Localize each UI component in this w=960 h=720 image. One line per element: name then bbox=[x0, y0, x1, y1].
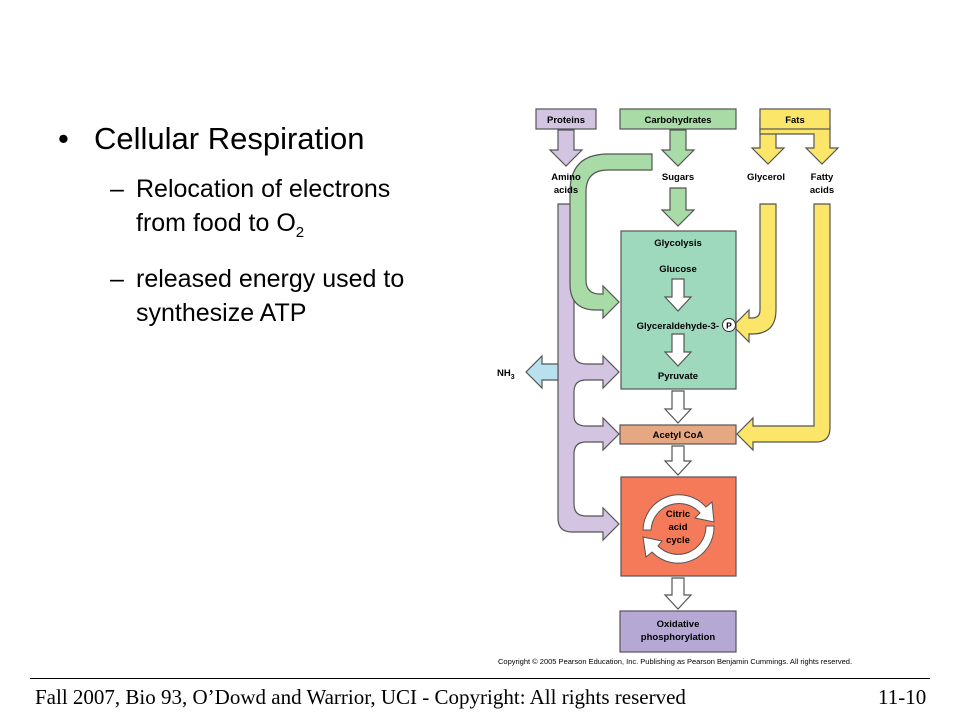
cycle-label: cycle bbox=[666, 535, 690, 546]
nh3-text: NH bbox=[497, 368, 511, 379]
acetyl-coa-box bbox=[619, 424, 737, 445]
g3p-label: Glyceraldehyde-3- bbox=[637, 321, 719, 332]
fats-label: Fats bbox=[785, 115, 805, 126]
oxidative-phosphorylation-box bbox=[619, 610, 737, 653]
nh3-arrow bbox=[525, 354, 559, 390]
fatty-acids-to-acetyl-arrow bbox=[736, 203, 831, 452]
oxidative-label: Oxidative bbox=[657, 619, 700, 630]
footer-divider bbox=[30, 678, 930, 679]
bullet-dash: – bbox=[110, 175, 124, 203]
proteins-down-arrow bbox=[548, 129, 584, 167]
fatty-label: Fatty bbox=[811, 172, 834, 183]
sugars-to-glycolysis-arrow bbox=[569, 153, 653, 320]
glucose-label: Glucose bbox=[659, 264, 697, 275]
sugars-label: Sugars bbox=[662, 172, 694, 183]
phosphate-label: P bbox=[726, 321, 732, 331]
slide-number: 11-10 bbox=[878, 685, 927, 709]
acid-label: acid bbox=[668, 522, 687, 533]
pyruvate-label: Pyruvate bbox=[658, 371, 698, 382]
glycerol-label: Glycerol bbox=[747, 172, 785, 183]
citric-to-oxidative-arrow bbox=[663, 577, 693, 610]
phosphate-icon bbox=[722, 318, 736, 332]
bullet-sub-2-text: released energy used to synthesize ATP bbox=[136, 265, 405, 327]
carbohydrates-label: Carbohydrates bbox=[644, 115, 711, 126]
bullet-sub-1: – Relocation of electrons from food to O… bbox=[58, 172, 418, 250]
copyright-text: Copyright © 2005 Pearson Education, Inc.… bbox=[498, 657, 852, 666]
cycle-arrow-top bbox=[642, 494, 715, 531]
bullet-main: • Cellular Respiration bbox=[58, 118, 418, 160]
cycle-arrow-bottom bbox=[642, 525, 715, 564]
bullet-sub-1-subscript: 2 bbox=[295, 224, 305, 241]
proteins-label: Proteins bbox=[547, 115, 585, 126]
fatty-acids-label: acids bbox=[810, 185, 834, 196]
nh3-label: NH3 bbox=[497, 368, 515, 381]
acetyl-to-citric-arrow bbox=[663, 445, 693, 476]
proteins-box bbox=[535, 108, 597, 130]
citric-label: Citric bbox=[666, 509, 690, 520]
bullet-dash: – bbox=[110, 265, 124, 293]
pyruvate-to-acetyl-arrow bbox=[663, 390, 693, 424]
carbohydrates-box bbox=[619, 108, 737, 130]
fats-box bbox=[759, 108, 831, 130]
g3p-arrow bbox=[663, 333, 693, 367]
bullet-dot: • bbox=[58, 121, 69, 156]
bullet-sub-2: – released energy used to synthesize ATP bbox=[58, 262, 418, 330]
phosphorylation-label: phosphorylation bbox=[641, 632, 716, 643]
footer-text: Fall 2007, Bio 93, O’Dowd and Warrior, U… bbox=[35, 685, 686, 709]
glucose-arrow bbox=[663, 278, 693, 312]
glycolysis-label: Glycolysis bbox=[654, 238, 702, 249]
acetyl-coa-label: Acetyl CoA bbox=[653, 430, 704, 441]
amino-acids-label: acids bbox=[554, 185, 578, 196]
amino-label: Amino bbox=[551, 172, 581, 183]
nh3-subscript: 3 bbox=[511, 374, 515, 381]
bullet-main-text: Cellular Respiration bbox=[94, 121, 365, 156]
amino-acid-pathway bbox=[557, 203, 620, 542]
glycerol-to-g3p-arrow bbox=[732, 203, 777, 344]
sugars-down-arrow bbox=[660, 187, 696, 227]
bullet-sub-1-text: Relocation of electrons from food to O bbox=[136, 175, 391, 237]
carbs-down-arrow bbox=[660, 129, 696, 167]
bullet-list: • Cellular Respiration – Relocation of e… bbox=[58, 118, 418, 330]
